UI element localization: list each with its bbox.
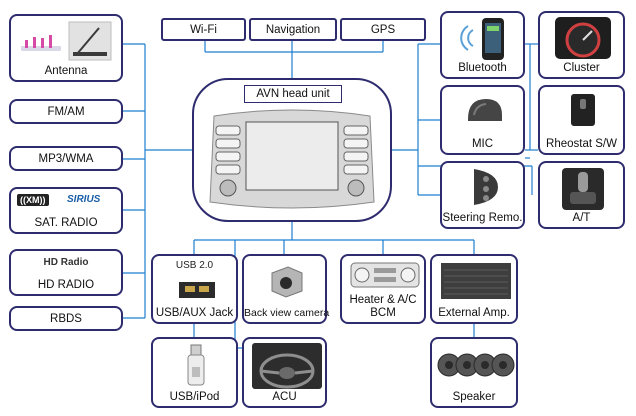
mic-box: MIC bbox=[440, 85, 525, 155]
cluster-label: Cluster bbox=[563, 62, 600, 74]
at-label: A/T bbox=[572, 212, 591, 224]
avn-head-unit-box: AVN head unit bbox=[192, 78, 392, 222]
bluetooth-label: Bluetooth bbox=[458, 62, 507, 74]
mic-label: MIC bbox=[471, 138, 494, 150]
rheostat-box: Rheostat S/W bbox=[538, 85, 625, 155]
hd-radio-box: HD Radio HD RADIO bbox=[9, 249, 123, 296]
usb-ipod-box: USB/iPod bbox=[151, 337, 238, 408]
mp3-label: MP3/WMA bbox=[38, 152, 94, 165]
gps-label: GPS bbox=[370, 23, 396, 36]
bcm-label: BCM bbox=[370, 307, 396, 319]
external-amp-box: External Amp. bbox=[430, 254, 518, 324]
wifi-box: Wi-Fi bbox=[161, 18, 246, 41]
antenna-box: Antenna bbox=[9, 14, 123, 82]
usb-ipod-label: USB/iPod bbox=[169, 391, 220, 403]
usb-aux-box: USB 2.0 USB/AUX Jack bbox=[151, 254, 238, 324]
usb-stick-icon bbox=[187, 344, 205, 386]
sat-radio-label: SAT. RADIO bbox=[34, 217, 98, 229]
antenna-icon bbox=[21, 21, 112, 61]
camera-icon bbox=[271, 266, 303, 298]
rbds-label: RBDS bbox=[50, 312, 82, 325]
head-unit-label: AVN head unit bbox=[244, 85, 342, 103]
rheostat-label: Rheostat S/W bbox=[546, 138, 617, 150]
sat-radio-box: ((XM)) SIRIUS SAT. RADIO bbox=[9, 187, 123, 234]
external-amp-label: External Amp. bbox=[438, 307, 510, 319]
steering-wheel-icon bbox=[252, 343, 322, 389]
acu-box: ACU bbox=[242, 337, 327, 408]
antenna-label: Antenna bbox=[44, 65, 88, 77]
xm-logo: ((XM)) bbox=[17, 194, 49, 206]
hd-radio-logo: HD Radio bbox=[43, 257, 89, 268]
bluetooth-box: Bluetooth bbox=[440, 11, 525, 79]
heater-bcm-box: Heater & A/C BCM bbox=[340, 254, 426, 324]
phone-icon bbox=[460, 18, 504, 60]
at-box: A/T bbox=[538, 161, 625, 229]
gear-shifter-icon bbox=[562, 168, 604, 210]
hd-radio-label: HD RADIO bbox=[37, 279, 95, 291]
gauge-icon bbox=[555, 17, 611, 59]
sirius-logo: SIRIUS bbox=[67, 194, 101, 205]
steering-remote-box: Steering Remo. bbox=[440, 161, 525, 229]
mp3-box: MP3/WMA bbox=[9, 146, 123, 171]
cluster-box: Cluster bbox=[538, 11, 625, 79]
steering-remote-icon bbox=[474, 169, 498, 205]
speaker-icon bbox=[437, 353, 515, 377]
navigation-box: Navigation bbox=[249, 18, 337, 41]
rheostat-switch-icon bbox=[571, 94, 595, 126]
fmam-label: FM/AM bbox=[47, 105, 85, 118]
fmam-box: FM/AM bbox=[9, 99, 123, 124]
gps-box: GPS bbox=[340, 18, 426, 41]
steering-remote-label: Steering Remo. bbox=[442, 212, 523, 224]
climate-panel-icon bbox=[350, 262, 420, 288]
head-unit-icon bbox=[209, 109, 375, 209]
speaker-box: Speaker bbox=[430, 337, 518, 408]
microphone-icon bbox=[468, 99, 502, 121]
wifi-label: Wi-Fi bbox=[190, 23, 217, 36]
back-view-camera-label: Back view camera bbox=[244, 307, 330, 319]
amplifier-icon bbox=[441, 263, 511, 299]
usb-version-label: USB 2.0 bbox=[175, 260, 214, 271]
rbds-box: RBDS bbox=[9, 306, 123, 331]
speaker-label: Speaker bbox=[452, 391, 496, 403]
heater-ac-label: Heater & A/C bbox=[349, 294, 417, 306]
usb-aux-label: USB/AUX Jack bbox=[155, 307, 234, 319]
navigation-label: Navigation bbox=[265, 23, 321, 36]
acu-label: ACU bbox=[272, 391, 297, 403]
usb-jack-icon bbox=[179, 282, 215, 298]
back-view-camera-box: Back view camera bbox=[242, 254, 330, 324]
